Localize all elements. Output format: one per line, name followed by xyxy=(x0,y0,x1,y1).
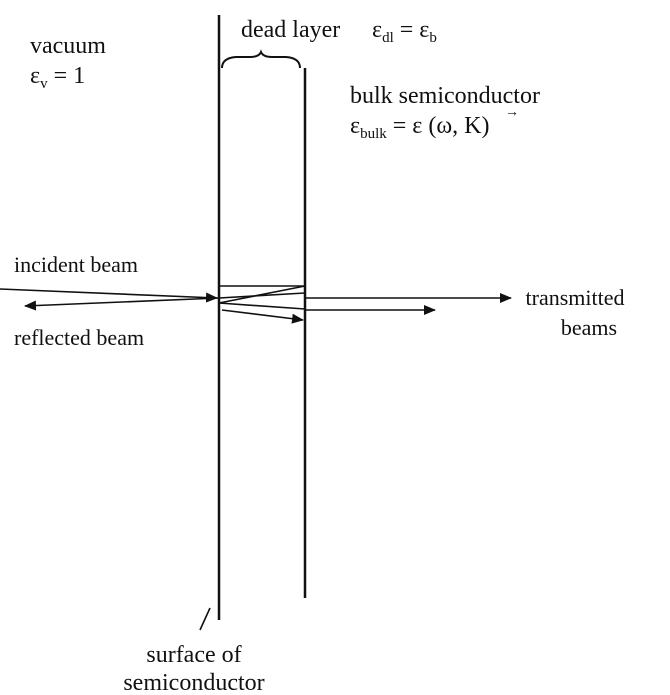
transmitted-beams-label-line2: beams xyxy=(561,315,617,340)
incident-beam-arrow xyxy=(0,288,218,303)
dead-layer-permittivity-label: εdl = εb xyxy=(372,17,437,46)
internal-ray-4 xyxy=(218,292,306,299)
surface-pointer-line xyxy=(199,607,211,631)
internal-ray-3 xyxy=(218,302,306,310)
dead-layer-label: dead layer xyxy=(241,17,340,43)
surface-of-semiconductor-label-line1: surface of xyxy=(146,642,241,668)
reflected-beam-label: reflected beam xyxy=(14,325,144,350)
surface-of-semiconductor-label-line2: semiconductor xyxy=(123,670,264,695)
bulk-permittivity-label: εbulk = ε (ω, K) xyxy=(350,113,489,142)
wavevector-arrow-icon: → xyxy=(505,105,519,120)
reflected-beam-arrow xyxy=(24,297,220,311)
internal-ray-2 xyxy=(218,285,306,304)
internal-reflected-arrow xyxy=(221,309,304,324)
incident-beam-label: incident beam xyxy=(14,252,138,277)
dead-layer-brace xyxy=(221,49,301,69)
vacuum-permittivity-label: εv = 1 xyxy=(30,63,85,92)
vacuum-label: vacuum xyxy=(30,33,106,59)
bulk-semiconductor-label: bulk semiconductor xyxy=(350,83,540,109)
transmitted-beams-label-line1: transmitted xyxy=(526,285,625,310)
